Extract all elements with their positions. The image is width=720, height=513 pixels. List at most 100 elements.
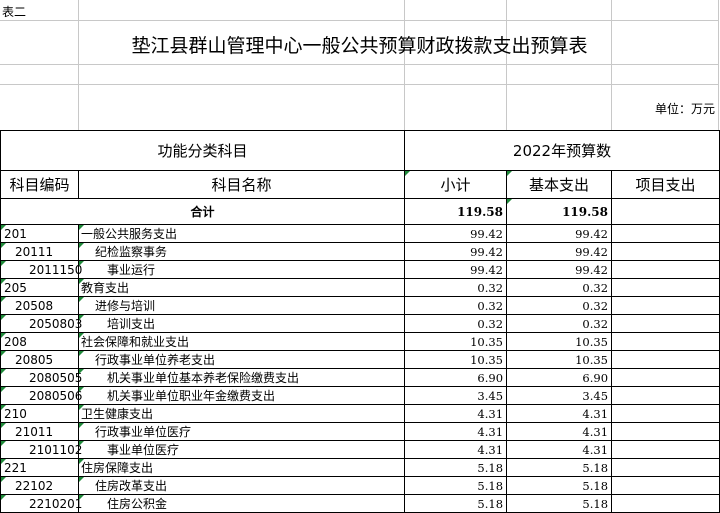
header-name: 科目名称 xyxy=(77,170,406,199)
header-project: 项目支出 xyxy=(611,170,720,199)
grid-line xyxy=(404,0,405,130)
table-label: 表二 xyxy=(2,5,27,19)
row-project xyxy=(611,494,720,513)
header-code: 科目编码 xyxy=(0,170,79,199)
row-code: 22102 xyxy=(0,476,79,495)
row-name: 住房保障支出 xyxy=(77,458,406,477)
row-basic: 3.45 xyxy=(506,386,613,405)
row-subtotal: 5.18 xyxy=(404,458,508,477)
row-code: 2101102 xyxy=(0,440,82,459)
row-basic: 0.32 xyxy=(506,314,613,333)
grid-line xyxy=(78,0,79,130)
row-subtotal: 4.31 xyxy=(404,422,508,441)
row-name: 住房改革支出 xyxy=(77,476,406,495)
row-project xyxy=(611,260,720,279)
row-basic: 5.18 xyxy=(506,458,613,477)
row-basic: 6.90 xyxy=(506,368,613,387)
row-subtotal: 3.45 xyxy=(404,386,508,405)
header-subtotal: 小计 xyxy=(404,170,508,199)
row-code: 2011150 xyxy=(0,260,82,279)
row-project xyxy=(611,350,720,369)
row-code: 208 xyxy=(0,332,79,351)
row-name: 进修与培训 xyxy=(77,296,406,315)
row-name: 机关事业单位基本养老保险缴费支出 xyxy=(77,368,406,387)
budget-table: 功能分类科目 2022年预算数 科目编码 科目名称 小计 基本支出 项目支出 合… xyxy=(0,130,720,513)
row-basic: 99.42 xyxy=(506,242,613,261)
row-subtotal: 0.32 xyxy=(404,296,508,315)
total-basic: 119.58 xyxy=(506,198,613,225)
row-name: 住房公积金 xyxy=(77,494,406,513)
row-project xyxy=(611,476,720,495)
row-name: 事业运行 xyxy=(77,260,406,279)
row-basic: 99.42 xyxy=(506,224,613,243)
row-project xyxy=(611,422,720,441)
row-code: 2080505 xyxy=(0,368,82,387)
row-subtotal: 99.42 xyxy=(404,224,508,243)
row-name: 机关事业单位职业年金缴费支出 xyxy=(77,386,406,405)
row-code: 20111 xyxy=(0,242,79,261)
row-project xyxy=(611,404,720,423)
row-basic: 99.42 xyxy=(506,260,613,279)
row-subtotal: 6.90 xyxy=(404,368,508,387)
row-name: 卫生健康支出 xyxy=(77,404,406,423)
row-basic: 10.35 xyxy=(506,350,613,369)
row-project xyxy=(611,278,720,297)
row-project xyxy=(611,458,720,477)
row-code: 201 xyxy=(0,224,79,243)
row-name: 培训支出 xyxy=(77,314,406,333)
row-code: 2050803 xyxy=(0,314,82,333)
row-code: 20805 xyxy=(0,350,79,369)
unit-label: 单位：万元 xyxy=(654,102,715,116)
row-project xyxy=(611,296,720,315)
row-subtotal: 5.18 xyxy=(404,476,508,495)
row-basic: 0.32 xyxy=(506,296,613,315)
grid-line xyxy=(718,0,719,130)
header-budget-year: 2022年预算数 xyxy=(404,130,720,171)
row-name: 事业单位医疗 xyxy=(77,440,406,459)
row-project xyxy=(611,314,720,333)
grid-line xyxy=(0,20,719,21)
row-project xyxy=(611,224,720,243)
row-subtotal: 99.42 xyxy=(404,242,508,261)
row-name: 教育支出 xyxy=(77,278,406,297)
page-title: 垫江县群山管理中心一般公共预算财政拨款支出预算表 xyxy=(131,35,588,57)
row-name: 行政事业单位养老支出 xyxy=(77,350,406,369)
header-functional-category: 功能分类科目 xyxy=(0,130,406,171)
row-code: 2080506 xyxy=(0,386,82,405)
row-basic: 4.31 xyxy=(506,440,613,459)
total-subtotal: 119.58 xyxy=(404,198,508,225)
row-basic: 5.18 xyxy=(506,476,613,495)
row-subtotal: 99.42 xyxy=(404,260,508,279)
row-code: 20508 xyxy=(0,296,79,315)
row-subtotal: 10.35 xyxy=(404,332,508,351)
total-label: 合计 xyxy=(0,198,406,225)
row-basic: 5.18 xyxy=(506,494,613,513)
row-name: 纪检监察事务 xyxy=(77,242,406,261)
row-project xyxy=(611,440,720,459)
row-project xyxy=(611,368,720,387)
row-code: 221 xyxy=(0,458,79,477)
header-basic: 基本支出 xyxy=(506,170,613,199)
row-code: 210 xyxy=(0,404,79,423)
grid-line xyxy=(611,0,612,130)
row-basic: 0.32 xyxy=(506,278,613,297)
grid-line xyxy=(0,64,719,65)
row-subtotal: 10.35 xyxy=(404,350,508,369)
row-subtotal: 5.18 xyxy=(404,494,508,513)
grid-line xyxy=(506,0,507,130)
row-name: 一般公共服务支出 xyxy=(77,224,406,243)
